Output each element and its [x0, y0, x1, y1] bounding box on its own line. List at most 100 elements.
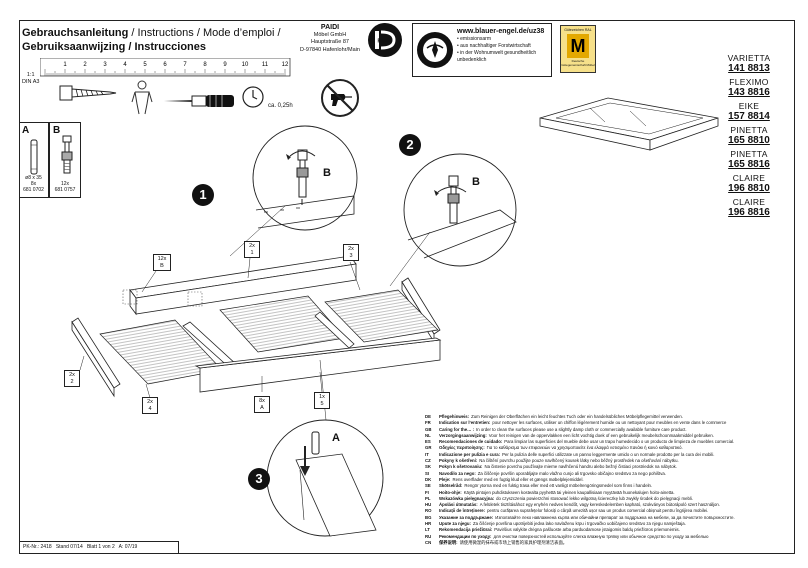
callout-item: 5	[320, 400, 324, 407]
model-number: 143 8816	[728, 87, 770, 98]
care-lang-code: PL	[425, 495, 431, 501]
cam-bolt-icon	[61, 135, 73, 174]
screwdriver-icon	[164, 95, 234, 107]
callout-item: 2	[70, 378, 74, 385]
care-heading: Οδηγίες περιποίησης:	[439, 445, 485, 451]
care-heading: Skötselråd:	[439, 483, 463, 489]
care-heading: Ápolási útmutatás:	[439, 502, 478, 508]
title-rest: / Instructions / Mode d’emploi /	[128, 27, 281, 39]
care-heading: Указание за поддържане:	[439, 514, 494, 520]
care-lang-code: IT	[425, 451, 429, 457]
care-lang-code: ES	[425, 439, 431, 445]
footer-blatt: Blatt 1 von 2	[86, 544, 115, 550]
step-number-3: 3	[248, 468, 270, 490]
care-lang-code: HR	[425, 521, 432, 527]
care-heading: Wskazówka pielęgnacyjna:	[439, 495, 495, 501]
care-text: Per la pulizia delle superfici utilizzat…	[502, 451, 715, 457]
title-line2: Gebruiksaanwijzing / Instrucciones	[22, 41, 206, 53]
care-text: Na čištění povrchu použijte pouze navlhč…	[479, 458, 679, 464]
care-lang-code: HU	[425, 502, 432, 508]
care-heading: Navodilo za nego:	[439, 470, 476, 476]
ruler-number: 6	[163, 62, 167, 68]
part-b-qty: 12x	[60, 181, 70, 187]
address-line2: Hauptstraße 87	[311, 39, 349, 45]
callout-qty: 2x	[69, 372, 75, 378]
care-text: Paviršius valykite drėgna pašluoste arba…	[494, 527, 680, 533]
care-lang-code: LT	[425, 527, 430, 533]
company-name: PAIDI	[320, 24, 340, 31]
care-text: для очистки поверхностей используйте сле…	[493, 533, 709, 539]
ruler-number: 7	[183, 62, 187, 68]
care-lang-code: GB	[425, 426, 432, 432]
ruler-number: 12	[282, 62, 289, 68]
callout-qty: 2x	[249, 243, 255, 249]
scale-ratio: 1:1	[26, 72, 35, 78]
callout-qty: 2x	[147, 399, 153, 405]
care-text: pour nettoyer les surfaces, utiliser un …	[492, 420, 727, 426]
care-text: Zum Reinigen der Oberflächen ein leicht …	[471, 414, 683, 419]
care-text: Za čišćenje površina upotrijebiti jedva …	[473, 521, 686, 527]
footer-stand: Stand 07/14	[55, 544, 83, 550]
blue-angel-seal-icon	[417, 32, 453, 68]
model-name: FLEXIMO	[729, 77, 769, 87]
care-heading: Hoito-ohje:	[439, 489, 462, 495]
blue-angel-url[interactable]: www.blauer-engel.de/uz38	[457, 28, 545, 35]
logo-text: PAIDI	[378, 39, 392, 45]
model-name: VARIETTA	[727, 53, 771, 63]
part-a-dim: ø8 x 35	[25, 175, 42, 181]
care-text: Rengör ytorna med en fuktig trasa eller …	[464, 483, 653, 489]
care-lang-code: DK	[425, 476, 432, 482]
ruler-number: 8	[203, 62, 207, 68]
care-lang-code: RO	[425, 508, 432, 514]
model-number: 165 8810	[728, 135, 770, 146]
care-text: A felületek tisztításához egy enyhén ned…	[479, 502, 720, 508]
model-number: 157 8814	[728, 111, 770, 122]
care-text: In order to clean the surfaces please us…	[476, 426, 687, 432]
callout-item: A	[260, 404, 264, 411]
sheet-frame	[19, 20, 795, 554]
care-heading: Caring for the… :	[439, 426, 475, 432]
care-lang-code: DE	[425, 414, 431, 419]
care-lang-code: GR	[425, 445, 432, 451]
care-text: Използвайте леко навлажнена кърпа или об…	[495, 514, 735, 520]
callout-qty: 1x	[319, 394, 325, 400]
care-row: FI Hoito-ohje:Käytä pintojen puhdistuksee…	[425, 490, 795, 496]
care-heading: Upute za njegu:	[439, 521, 471, 527]
care-row: GB Caring for the… :In order to clean the…	[425, 427, 795, 433]
bottom-panel-right	[324, 289, 439, 343]
detail-circle-3	[266, 419, 384, 537]
footer-info: PK-Nr.: 2418 Stand 07/14 Blatt 1 von 2 A…	[19, 541, 179, 554]
footer-pk: PK-Nr.: 2418	[23, 544, 52, 550]
ruler-number: 11	[262, 62, 269, 68]
care-text: Για το καθάρισμα των επιφανειών να χρησι…	[486, 445, 683, 451]
part-a-label: A	[22, 125, 30, 136]
care-text: Käytä pintojen puhdistukseen kostealta p…	[463, 489, 675, 495]
care-lang-code: SK	[425, 464, 431, 470]
care-lang-code: FI	[425, 489, 429, 495]
callout-qty: 2x	[348, 246, 354, 252]
part-b-label: B	[53, 125, 61, 136]
care-heading: Pleje:	[439, 476, 451, 482]
finished-drawer-illustration	[539, 97, 719, 151]
part-a-code: 681 0702	[23, 187, 44, 193]
step-number-2: 2	[399, 134, 421, 156]
care-heading: Rekomendacija priežiūrai:	[439, 527, 493, 533]
